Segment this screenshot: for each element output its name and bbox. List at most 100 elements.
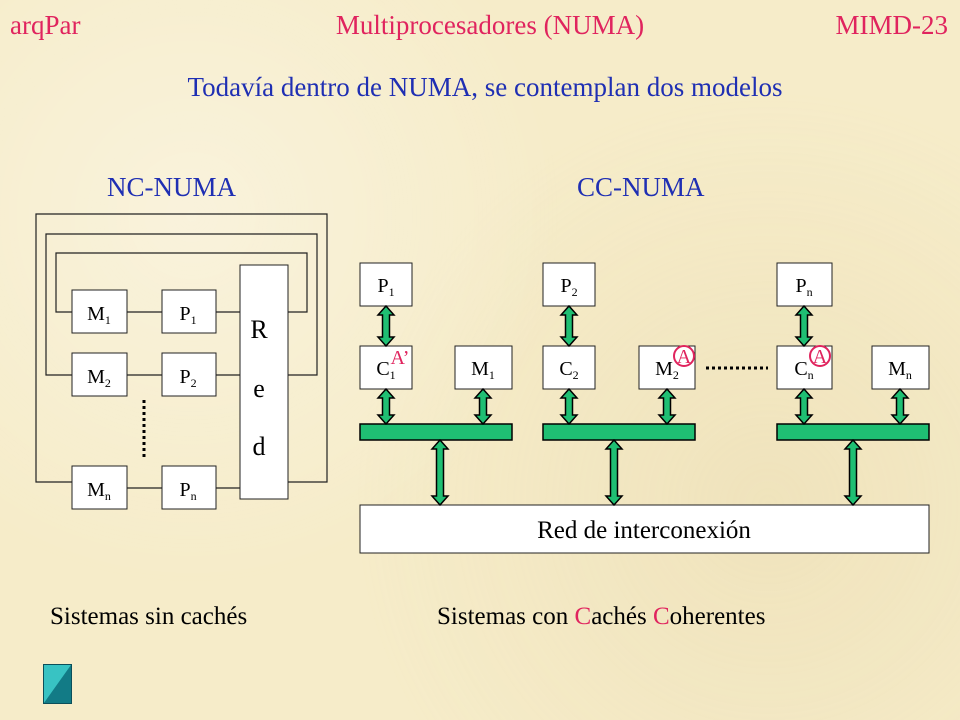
nc-numa-caption: Sistemas sin cachés	[50, 603, 248, 630]
arrow-mn-bus	[890, 387, 910, 426]
cc-cache-1: C1	[359, 345, 413, 390]
mark-a-2: A	[677, 346, 692, 368]
cc-processor-2: P2	[542, 262, 596, 307]
slide-number: MIMD-23	[835, 10, 949, 40]
nc-processor-1: P1	[161, 289, 217, 334]
arrow-busn-net	[843, 438, 863, 507]
cc-memory-n: Mn	[871, 345, 930, 390]
nc-numa-diagram: M1 M2 Mn P1 P2 Pn R e d	[35, 213, 328, 510]
nc-processor-1-label: P	[179, 303, 190, 325]
cc-cache-1-sub: 1	[390, 368, 396, 382]
cc-caption-c1: C	[574, 603, 592, 630]
cc-memory-1-label: M	[471, 358, 489, 380]
cc-memory-n-label: M	[888, 358, 906, 380]
header-course: arqPar	[10, 10, 81, 40]
wire-middle	[45, 233, 318, 376]
arrow-cn-bus	[794, 387, 814, 426]
mark-a-circle-n	[809, 345, 831, 367]
nc-numa-title: NC-NUMA	[107, 172, 237, 202]
network-letter-r: R	[250, 315, 268, 344]
nc-processor-2: P2	[161, 352, 217, 397]
nc-memory-n-sub: n	[105, 489, 111, 503]
arrow-m2-bus	[657, 387, 677, 426]
wire-inner	[55, 252, 308, 313]
cc-cache-1-label: C	[376, 358, 389, 380]
arrow-bus2-net	[604, 438, 624, 507]
nc-memory-n: Mn	[71, 465, 128, 510]
nc-memory-1-label: M	[87, 303, 105, 325]
mark-a-circle-2	[673, 345, 695, 367]
cc-memory-n-sub: n	[906, 368, 912, 382]
cc-memory-2-label: M	[655, 358, 673, 380]
nc-memory-1-sub: 1	[105, 313, 111, 327]
cc-processor-n: Pn	[776, 262, 833, 307]
nc-processor-2-sub: 2	[191, 376, 197, 390]
cc-caption-c2: C	[652, 603, 670, 630]
mark-a-n: A	[813, 346, 828, 368]
cc-processor-n-label: P	[795, 275, 806, 297]
local-bus-n	[776, 423, 930, 441]
nc-processor-n-sub: n	[191, 489, 197, 503]
interconnection-network: Red de interconexión	[359, 504, 930, 554]
cc-numa-title: CC-NUMA	[577, 172, 705, 202]
svg-text:M1: M1	[471, 358, 495, 382]
wire-outer	[35, 213, 328, 483]
cc-processor-2-label: P	[560, 275, 571, 297]
nc-processor-2-label: P	[179, 366, 190, 388]
arrow-p2-c2	[559, 304, 579, 348]
slide-title: Multiprocesadores (NUMA)	[335, 10, 645, 40]
nc-memory-2-sub: 2	[105, 376, 111, 390]
slide-subtitle: Todavía dentro de NUMA, se contemplan do…	[187, 72, 783, 102]
nc-processor-n-label: P	[179, 479, 190, 501]
cc-processor-1: P1	[359, 262, 413, 307]
arrow-c2-bus	[559, 387, 579, 426]
svg-text:Mn: Mn	[888, 358, 912, 382]
cc-processor-1-sub: 1	[389, 285, 395, 299]
svg-text:M2: M2	[87, 366, 111, 390]
cc-caption-mid: achés	[591, 603, 653, 630]
nc-processor-1-sub: 1	[191, 313, 197, 327]
cc-numa-diagram: P1 P2 Pn C1 M1 C2 M2 Cn	[359, 262, 930, 554]
cc-memory-1-sub: 1	[489, 368, 495, 382]
svg-text:P2: P2	[560, 275, 577, 299]
network-letter-d: d	[253, 432, 266, 461]
cc-numa-caption: Sistemas con Cachés Coherentes	[437, 603, 765, 631]
arrow-pn-cn	[794, 304, 814, 348]
local-bus-1	[359, 423, 513, 441]
svg-text:Pn: Pn	[795, 275, 812, 299]
cc-cache-n-label: C	[794, 358, 807, 380]
nc-processor-n: Pn	[161, 465, 217, 510]
cc-processor-n-sub: n	[807, 285, 813, 299]
cc-memory-2: M2	[638, 345, 696, 390]
network-letter-e: e	[253, 374, 265, 403]
svg-text:C1: C1	[376, 358, 395, 382]
cc-cache-2: C2	[542, 345, 596, 390]
svg-text:C2: C2	[559, 358, 578, 382]
cc-processor-2-sub: 2	[572, 285, 578, 299]
cc-cache-2-label: C	[559, 358, 572, 380]
local-bus-2	[542, 423, 696, 441]
svg-text:P2: P2	[179, 366, 196, 390]
svg-text:M1: M1	[87, 303, 111, 327]
nc-network: R e d	[239, 264, 289, 500]
arrow-m1-bus	[473, 387, 493, 426]
slide-nav-icon[interactable]	[43, 664, 72, 704]
cc-processor-1-label: P	[377, 275, 388, 297]
cc-cache-n-sub: n	[808, 368, 814, 382]
svg-text:Cn: Cn	[794, 358, 813, 382]
cc-cache-2-sub: 2	[573, 368, 579, 382]
arrow-bus1-net	[430, 438, 450, 507]
cc-memory-2-sub: 2	[673, 368, 679, 382]
nc-memory-2-label: M	[87, 366, 105, 388]
nc-memory-n-label: M	[87, 479, 105, 501]
nc-memory-1: M1	[71, 289, 128, 334]
mark-a-prime: A’	[391, 347, 410, 369]
svg-text:P1: P1	[377, 275, 394, 299]
svg-text:Mn: Mn	[87, 479, 111, 503]
cc-caption-post: oherentes	[669, 603, 766, 630]
connection-arrows	[376, 304, 910, 507]
cc-caption-pre: Sistemas con	[437, 603, 575, 630]
arrow-c1-bus	[376, 387, 396, 426]
svg-text:Pn: Pn	[179, 479, 196, 503]
